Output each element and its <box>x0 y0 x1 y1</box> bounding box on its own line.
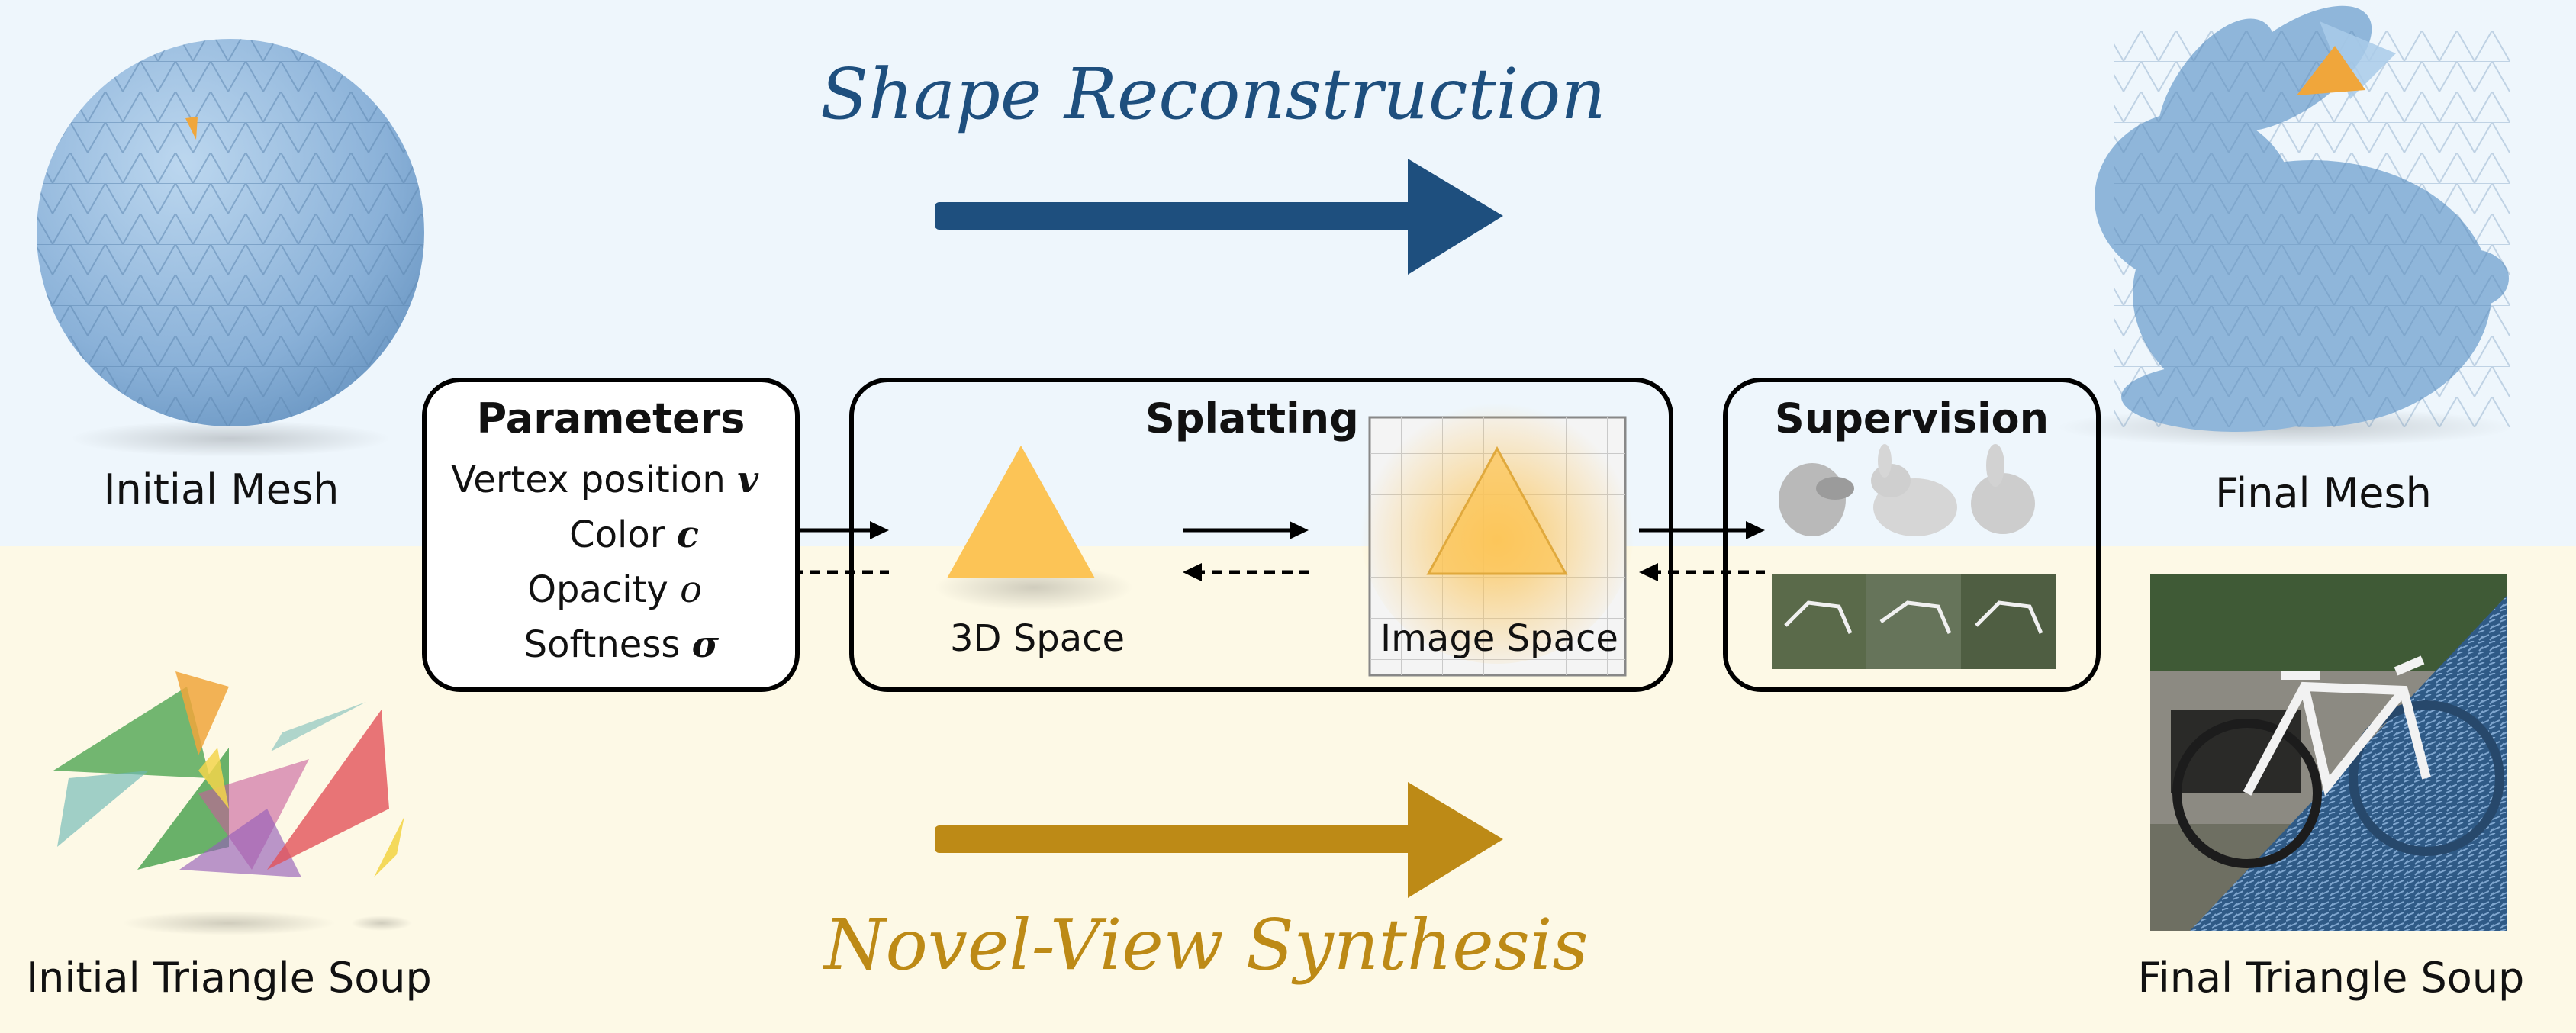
label-3d-space: 3D Space <box>950 617 1125 660</box>
param-opacity: Opacity o <box>527 568 702 611</box>
splatting-title: Splatting <box>1145 394 1359 442</box>
title-novel-view-synthesis: Novel-View Synthesis <box>824 904 1589 986</box>
supervision-box: Supervision <box>1723 378 2101 692</box>
initial-triangle-soup <box>53 671 412 935</box>
label-final-triangle-soup: Final Triangle Soup <box>2137 954 2525 1002</box>
symbol-c: c <box>676 513 699 556</box>
triangle-3d <box>935 446 1133 610</box>
param-softness: Softness σ <box>523 623 719 666</box>
final-mesh-bunny <box>2056 5 2514 447</box>
param-color: Color c <box>569 513 699 556</box>
label-initial-triangle-soup: Initial Triangle Soup <box>26 954 432 1002</box>
connector-arrows <box>763 521 1765 581</box>
splatting-box: Splatting 3D Space Image Space <box>849 378 1673 692</box>
supervision-renders <box>1772 444 2056 669</box>
shape-reconstruction-arrow <box>935 159 1503 275</box>
label-final-mesh: Final Mesh <box>2215 469 2432 517</box>
label-image-space: Image Space <box>1380 617 1618 660</box>
image-space-panel <box>1360 389 1634 677</box>
final-triangle-soup-photo <box>2150 574 2507 931</box>
symbol-o: o <box>680 568 702 611</box>
parameters-title: Parameters <box>476 394 745 442</box>
label-initial-mesh: Initial Mesh <box>103 465 340 513</box>
initial-mesh-sphere <box>37 39 424 457</box>
novel-view-synthesis-arrow <box>935 782 1503 898</box>
symbol-v: v <box>737 459 758 501</box>
supervision-title: Supervision <box>1774 394 2050 442</box>
param-vertex-position: Vertex position v <box>451 459 758 501</box>
symbol-sigma: σ <box>691 623 719 666</box>
parameters-box: Parameters Vertex position v Color c Opa… <box>422 378 800 692</box>
title-shape-reconstruction: Shape Reconstruction <box>820 53 1606 135</box>
